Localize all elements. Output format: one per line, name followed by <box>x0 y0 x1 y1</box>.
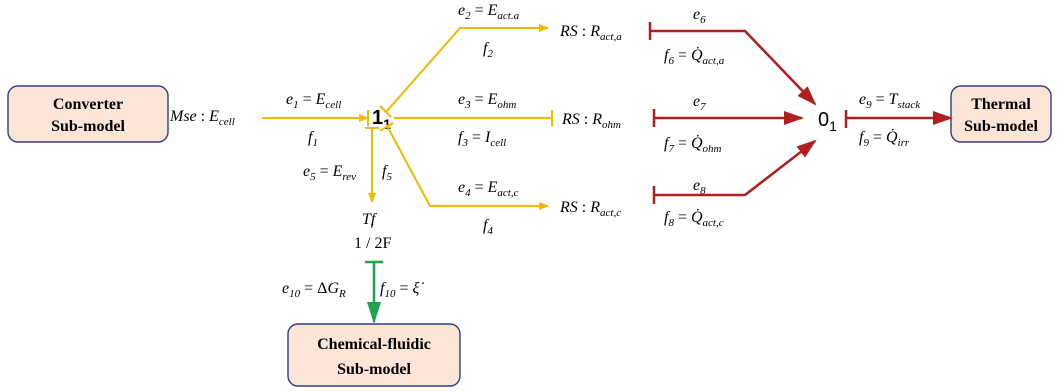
svg-text:e1 = Ecell: e1 = Ecell <box>286 91 341 111</box>
svg-text:e3 = Eohm: e3 = Eohm <box>458 91 516 111</box>
thermal-title: Thermal <box>971 96 1031 113</box>
svg-text:f2: f2 <box>483 40 493 60</box>
svg-text:e7: e7 <box>693 93 706 113</box>
svg-text:f4: f4 <box>483 217 493 237</box>
junction-0: 01 <box>818 109 837 134</box>
svg-text:e10 = ΔGR: e10 = ΔGR <box>282 280 346 300</box>
svg-text:e2 = Eact.a: e2 = Eact.a <box>458 2 520 22</box>
chemical-subtitle: Sub-model <box>337 361 411 378</box>
bond-1: e1 = Ecell f1 <box>262 91 369 149</box>
svg-text:f5: f5 <box>382 163 392 183</box>
resistor-act-a: RS : Ract,a <box>559 23 622 43</box>
thermal-submodel-box: Thermal Sub-model <box>950 85 1052 143</box>
bond-7: e7 f7 = Q̇ohm <box>652 93 804 155</box>
svg-text:f7 = Q̇ohm: f7 = Q̇ohm <box>664 134 722 155</box>
resistor-ohm: RS : Rohm <box>561 111 621 131</box>
transformer-ratio: 1 / 2F <box>354 235 391 252</box>
chemical-fluidic-submodel-box: Chemical-fluidic Sub-model <box>287 323 461 387</box>
converter-submodel-box: Converter Sub-model <box>7 85 169 143</box>
transformer-dots: · <box>370 217 374 234</box>
bond-8: e8 f8 = Q̇act,c <box>652 139 817 229</box>
source-label: Mse : Ecell <box>169 108 235 128</box>
transformer: Tf <box>362 211 378 228</box>
bond-9: e9 = Tstack f9 = Q̇irr <box>844 91 953 149</box>
converter-title: Converter <box>53 96 123 113</box>
svg-text:f10 = ξ̇: f10 = ξ̇ <box>380 280 424 300</box>
chemical-title: Chemical-fluidic <box>317 336 431 353</box>
svg-text:f8 = Q̇act,c: f8 = Q̇act,c <box>664 208 724 229</box>
bond-6: e6 f6 = Q̇act,a <box>648 6 817 106</box>
svg-text:e5 = Erev: e5 = Erev <box>303 163 356 183</box>
svg-text:f3 = Icell: f3 = Icell <box>458 129 506 149</box>
svg-text:f9 = Q̇irr: f9 = Q̇irr <box>859 128 910 149</box>
resistor-act-c: RS : Ract,c <box>559 199 621 219</box>
svg-text:e6: e6 <box>693 6 706 26</box>
svg-text:f1: f1 <box>308 129 318 149</box>
thermal-subtitle: Sub-model <box>964 118 1038 135</box>
bond-10: e10 = ΔGR f10 = ξ̇ <box>282 260 424 324</box>
svg-text:e9 = Tstack: e9 = Tstack <box>859 91 921 111</box>
svg-text:f6 = Q̇act,a: f6 = Q̇act,a <box>664 46 725 67</box>
converter-subtitle: Sub-model <box>51 118 125 135</box>
svg-text:e4 = Eact,c: e4 = Eact,c <box>458 179 519 199</box>
bond-3: e3 = Eohm f3 = Icell <box>394 91 553 149</box>
